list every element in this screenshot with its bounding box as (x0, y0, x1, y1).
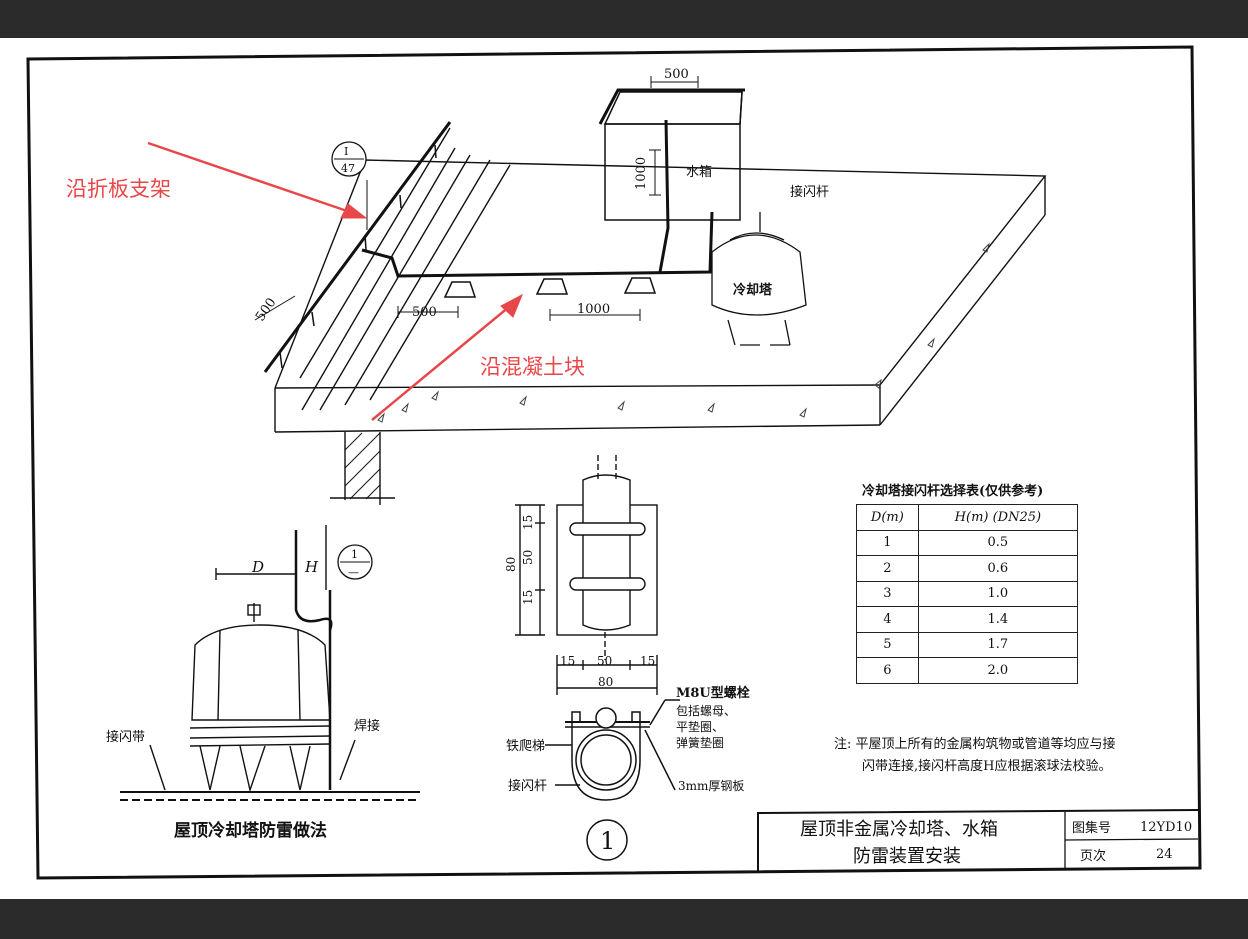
clamp-elevation (515, 455, 658, 695)
ref-left-num: 1 (351, 548, 358, 561)
conductor-label: 接闪带 (106, 729, 145, 745)
title-line-2: 防雷装置安装 (853, 846, 961, 867)
bottom-bar (0, 899, 1248, 939)
cell-d: 2 (856, 555, 919, 582)
ref-top-num: I (344, 145, 348, 158)
dimensions-top (254, 76, 699, 321)
concrete-marks (377, 242, 990, 423)
roof-conductor (263, 119, 714, 373)
rod-label: 接闪杆 (508, 778, 547, 794)
weld-label: 焊接 (354, 718, 380, 734)
detail-number-circle (586, 819, 628, 861)
title-block (757, 809, 1199, 872)
table-header-row: D(m) H(m) (DN25) (856, 504, 1079, 531)
dim-500-mid: 500 (412, 305, 437, 320)
annotation-fold-bracket: 沿折板支架 (66, 177, 171, 201)
page-label: 页次 (1080, 848, 1106, 864)
cooling-tower-3d (711, 212, 807, 346)
dim-D: D (251, 558, 264, 576)
atlas-value: 12YD10 (1140, 820, 1192, 835)
note-line-2: 闪带连接,接闪杆高度H应根据滚球法校验。 (862, 758, 1111, 774)
concrete-blocks (443, 277, 657, 298)
note-line-1: 注: 平屋顶上所有的金属构筑物或管道等均应与接 (834, 736, 1116, 752)
left-detail-title: 屋顶冷却塔防雷做法 (174, 820, 327, 841)
drawing-canvas: I 47 500 1000 水箱 接闪杆 冷却塔 500 500 1000 沿折… (26, 45, 1202, 880)
page-value: 24 (1156, 847, 1173, 862)
cell-h: 1.4 (917, 606, 1079, 633)
atlas-label: 图集号 (1072, 820, 1111, 836)
annotation-arrows (147, 141, 523, 421)
dim-80v: 80 (504, 557, 518, 572)
drawing-sheet: I 47 500 1000 水箱 接闪杆 冷却塔 500 500 1000 沿折… (0, 38, 1248, 899)
dim-1000-tank: 1000 (634, 157, 649, 190)
dim-1000-mid: 1000 (577, 302, 610, 317)
cell-d: 5 (856, 631, 919, 658)
cell-h: 0.5 (917, 529, 1079, 556)
dim-15c: 15 (560, 654, 575, 668)
wall-hatch (344, 432, 381, 500)
dim-15d: 15 (640, 654, 655, 668)
cell-d: 3 (856, 580, 919, 607)
cell-h: 0.6 (917, 555, 1079, 582)
dim-80h: 80 (598, 675, 613, 689)
clamp-section (545, 699, 680, 801)
dim-50v: 50 (521, 550, 535, 565)
dim-500-left: 500 (253, 295, 280, 324)
ladder-label: 铁爬梯 (506, 739, 545, 754)
ref-top-den: 47 (341, 162, 355, 175)
header-d: D(m) (856, 504, 919, 531)
cell-d: 4 (856, 606, 919, 633)
plate-label: 3mm厚钢板 (678, 779, 744, 793)
cell-d: 1 (856, 529, 919, 556)
top-bar (0, 0, 1248, 38)
header-h: H(m) (DN25) (917, 504, 1079, 531)
dim-500-top: 500 (664, 67, 689, 82)
dim-H: H (304, 558, 319, 576)
title-line-1: 屋顶非金属冷却塔、水箱 (800, 819, 998, 840)
water-tank (598, 88, 745, 221)
annotation-concrete-block: 沿混凝土块 (480, 355, 585, 379)
bolt-label: M8U型螺栓 (676, 685, 750, 701)
roof-slab (274, 127, 1047, 505)
detail-number: 1 (600, 827, 615, 855)
cell-h: 1.0 (917, 580, 1079, 607)
sheet-frame (26, 45, 1202, 880)
ref-left-den: — (348, 566, 359, 579)
dim-15b: 15 (521, 590, 535, 605)
bolt-note-1: 包括螺母、 (676, 703, 736, 718)
dim-15a: 15 (521, 515, 535, 530)
cooling-tower-label: 冷却塔 (733, 282, 773, 298)
bolt-note-2: 平垫圈、 (676, 719, 724, 734)
dim-50h: 50 (597, 654, 612, 668)
tower-elevation (120, 525, 420, 801)
water-tank-label: 水箱 (686, 164, 712, 180)
bolt-note-3: 弹簧垫圈 (676, 735, 724, 750)
cell-h: 2.0 (917, 657, 1079, 684)
cell-h: 1.7 (917, 631, 1079, 658)
table-title: 冷却塔接闪杆选择表(仅供参考) (862, 484, 1044, 499)
air-terminal-label: 接闪杆 (790, 184, 829, 200)
cell-d: 6 (856, 657, 919, 684)
